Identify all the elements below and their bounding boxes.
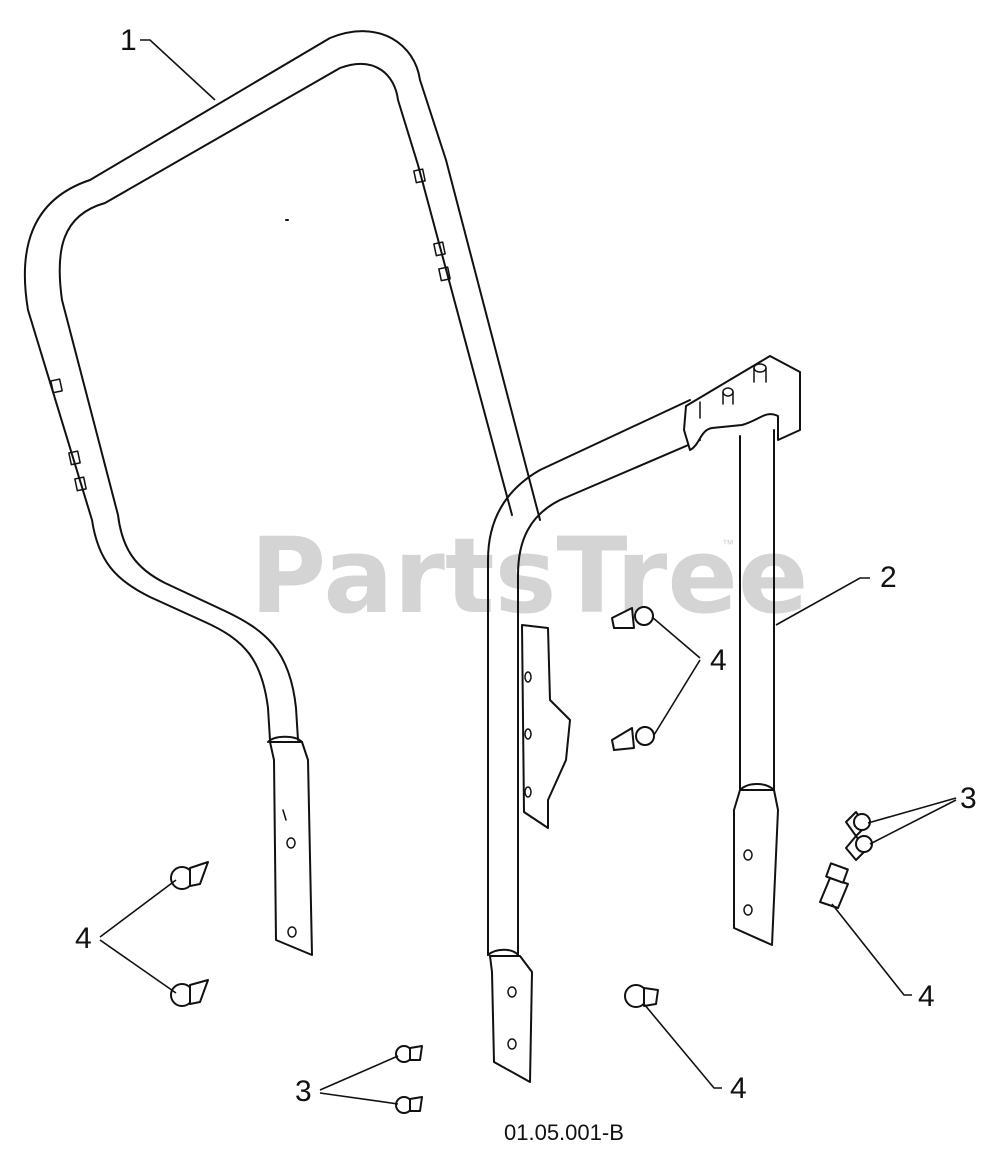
frame-slots [50, 168, 451, 492]
callout-item-4-bottom: 4 [730, 1072, 747, 1105]
bolt-center-lower[interactable] [611, 726, 655, 751]
watermark-text: PartsTree [250, 515, 808, 637]
screw-right-upper[interactable] [845, 811, 871, 837]
drawing-code: 01.05.001-B [504, 1120, 624, 1145]
bolt-bottom-center[interactable] [624, 984, 659, 1008]
bolt-left-upper[interactable] [170, 861, 209, 890]
watermark-trademark: ™ [722, 537, 734, 551]
callout-item-1: 1 [120, 24, 137, 57]
callout-item-3-bottom: 3 [295, 1075, 312, 1108]
screw-bottom-upper[interactable] [395, 1045, 423, 1063]
callout-item-2: 2 [880, 561, 897, 594]
callout-item-4-center: 4 [710, 644, 727, 677]
part-2-front-frame[interactable] [487, 355, 801, 1083]
bolt-right-angled[interactable] [819, 862, 849, 909]
callout-item-4-left: 4 [75, 922, 92, 955]
bolt-left-lower[interactable] [170, 979, 209, 1007]
callout-item-4-right: 4 [918, 980, 935, 1013]
callout-item-3-right: 3 [960, 782, 977, 815]
screw-right-lower[interactable] [845, 835, 873, 861]
leader-lines [99, 39, 957, 1105]
part-1-roll-bar[interactable] [23, 30, 541, 956]
screw-bottom-lower[interactable] [395, 1096, 423, 1114]
bolt-center-upper[interactable] [611, 606, 654, 629]
